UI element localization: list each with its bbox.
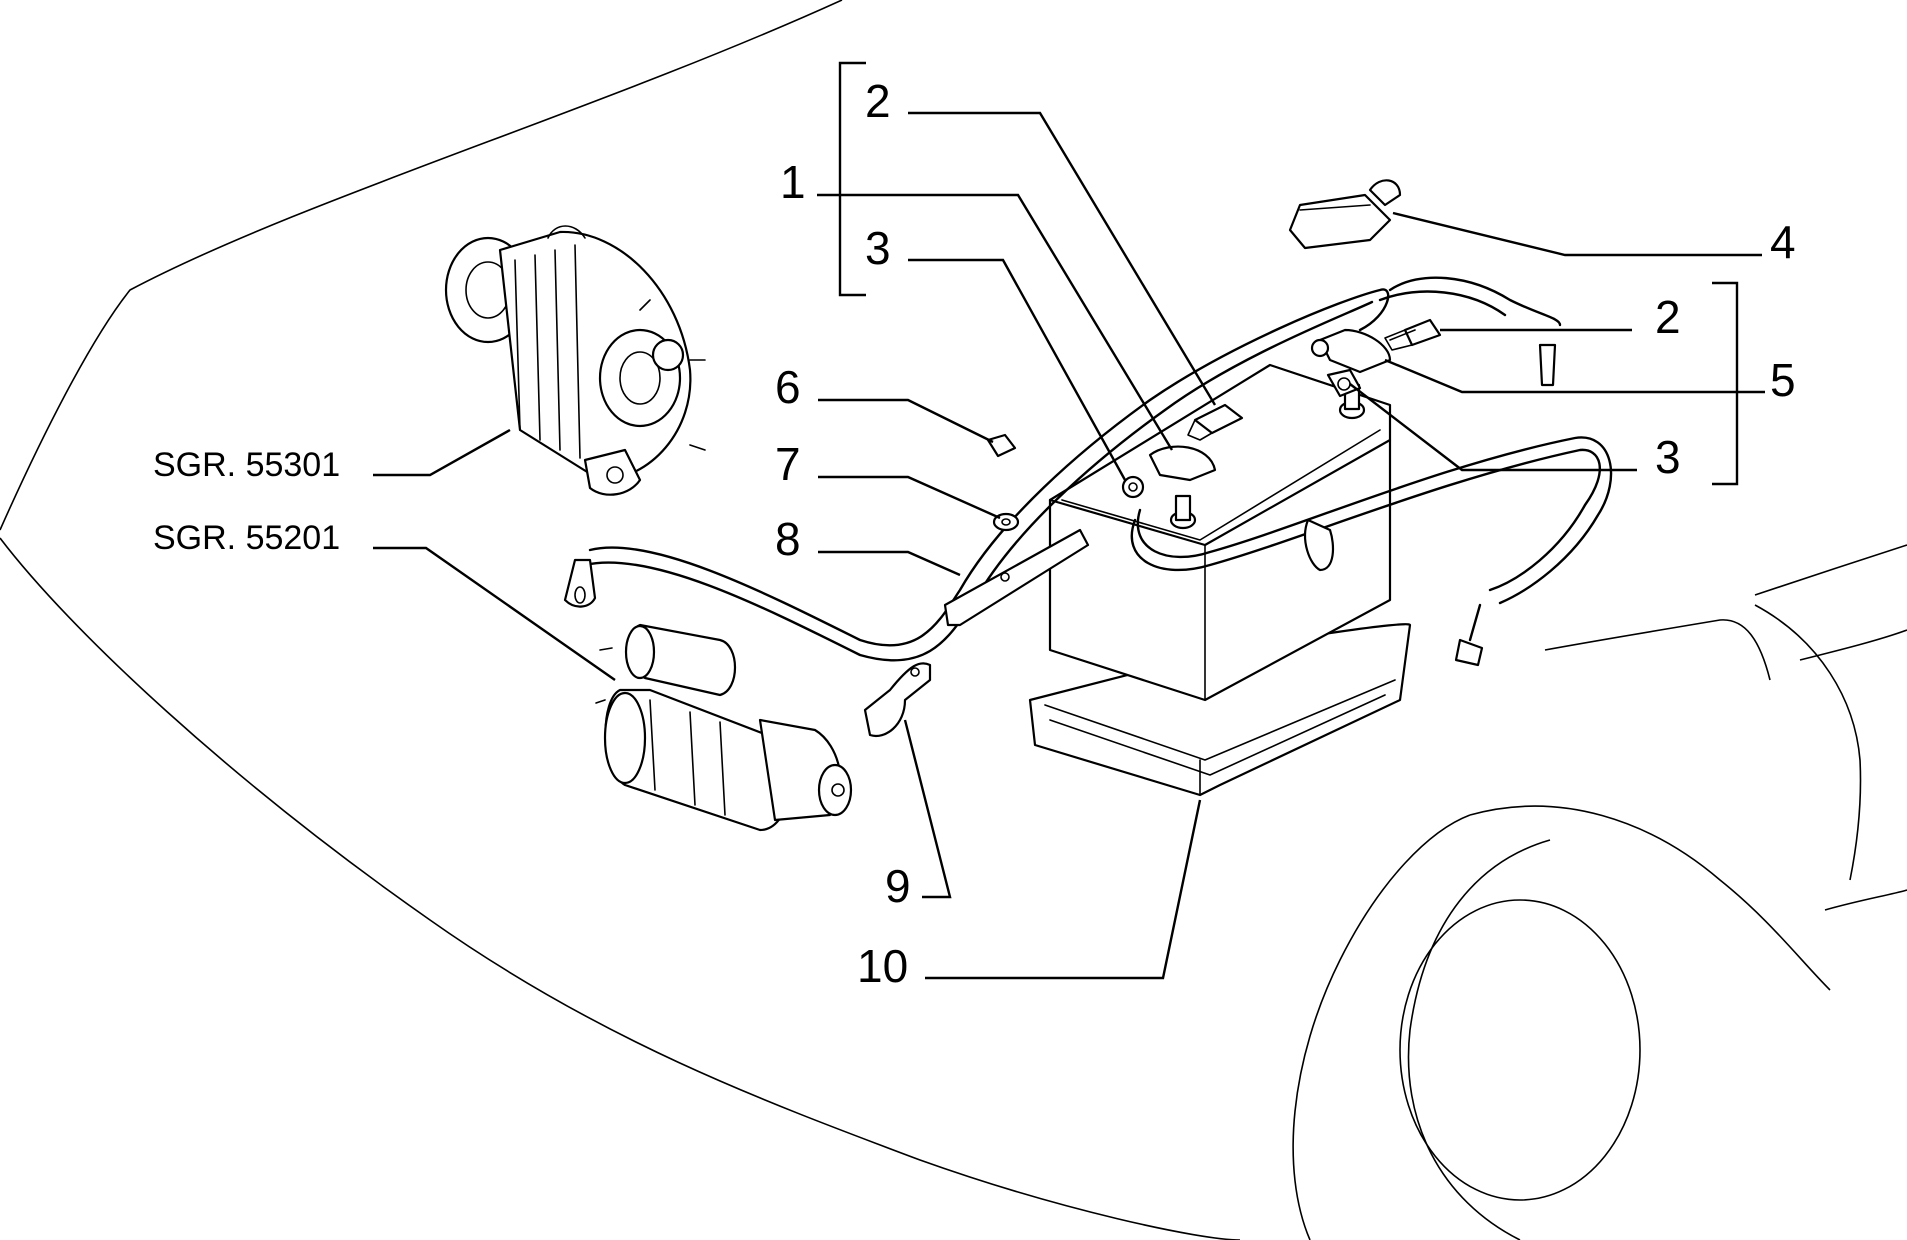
small-parts <box>863 433 1090 738</box>
callout-4: 4 <box>1770 216 1796 268</box>
callout-7: 7 <box>775 438 801 490</box>
bracket-8 <box>943 528 1090 627</box>
ref-starter: SGR. 55201 <box>153 519 340 557</box>
nut-6 <box>986 433 1017 458</box>
clip-9 <box>863 662 932 738</box>
callout-3-right: 3 <box>1655 431 1681 483</box>
alternator-drawing <box>444 225 706 496</box>
callout-9: 9 <box>885 860 911 912</box>
leader-lines <box>373 61 1765 980</box>
battery-drawing <box>1048 363 1392 702</box>
callout-3-top: 3 <box>865 222 891 274</box>
callout-5: 5 <box>1770 354 1796 406</box>
callout-6: 6 <box>775 361 801 413</box>
callout-2-right: 2 <box>1655 291 1681 343</box>
starter-motor-drawing <box>595 623 853 832</box>
callout-10: 10 <box>857 940 908 992</box>
callout-8: 8 <box>775 513 801 565</box>
callout-2-top: 2 <box>865 75 891 127</box>
callout-1: 1 <box>780 156 806 208</box>
left-terminal-parts <box>1121 403 1244 499</box>
ref-alternator: SGR. 55301 <box>153 446 340 484</box>
terminal-cover-drawing <box>1288 179 1402 250</box>
right-terminal-parts <box>1310 318 1557 398</box>
